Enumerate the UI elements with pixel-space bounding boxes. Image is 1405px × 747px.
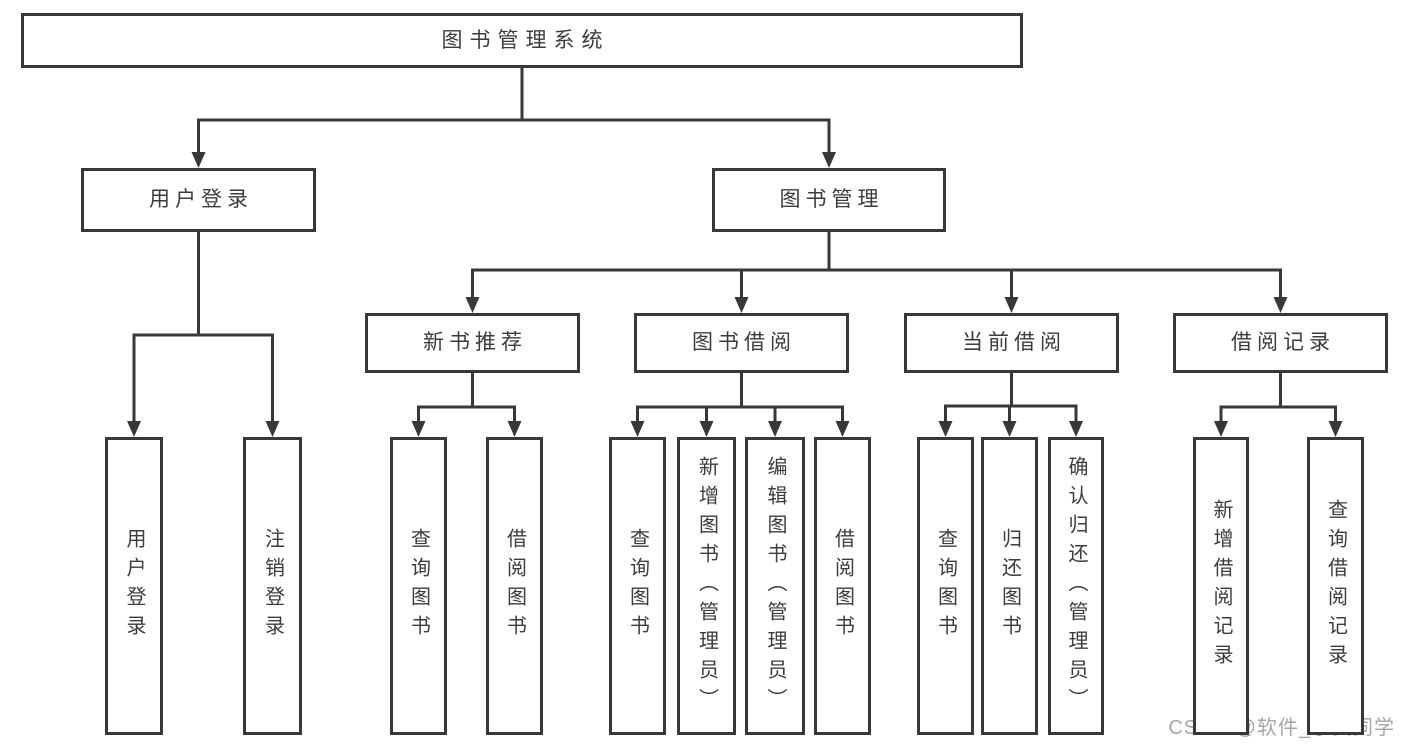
- arrow-down-icon: [1214, 421, 1228, 437]
- arrow-down-icon: [835, 421, 850, 437]
- node-user-login: 用户登录: [81, 168, 316, 232]
- node-label: 查询图书: [626, 528, 649, 644]
- node-label: 图书管理: [779, 188, 884, 212]
- arrow-down-icon: [734, 297, 749, 313]
- node-label: 借阅图书: [831, 528, 854, 644]
- node-leaf-cb-query: 查询图书: [917, 437, 974, 735]
- arrow-down-icon: [768, 421, 782, 437]
- arrow-down-icon: [1273, 297, 1288, 313]
- arrow-down-icon: [1004, 297, 1019, 313]
- node-leaf-cb-confirm: 确认归还（管理员）: [1048, 437, 1104, 735]
- node-label: 查询图书: [407, 528, 430, 644]
- node-leaf-nb-query: 查询图书: [390, 437, 447, 735]
- node-leaf-br-query: 查询借阅记录: [1307, 437, 1364, 735]
- arrow-down-icon: [507, 421, 522, 437]
- node-label: 新书推荐: [423, 331, 527, 355]
- arrow-down-icon: [699, 421, 714, 437]
- node-label: 用户登录: [149, 188, 253, 212]
- node-leaf-br-add: 新增借阅记录: [1193, 437, 1249, 735]
- arrow-down-icon: [630, 421, 645, 437]
- node-leaf-bb-edit: 编辑图书（管理员）: [745, 437, 805, 735]
- node-book-borrow: 图书借阅: [634, 313, 849, 373]
- node-leaf-bb-borrow: 借阅图书: [814, 437, 871, 735]
- node-leaf-nb-borrow: 借阅图书: [486, 437, 543, 735]
- node-leaf-bb-add: 新增图书（管理员）: [677, 437, 736, 735]
- node-current-borrow: 当前借阅: [904, 313, 1119, 373]
- arrow-down-icon: [1069, 421, 1083, 437]
- arrow-down-icon: [938, 421, 953, 437]
- node-label: 确认归还（管理员）: [1065, 455, 1087, 717]
- node-label: 查询借阅记录: [1324, 499, 1347, 673]
- node-leaf-cb-return: 归还图书: [981, 437, 1038, 735]
- node-label: 当前借阅: [962, 331, 1066, 355]
- node-label: 编辑图书（管理员）: [764, 455, 786, 717]
- node-book-mgmt: 图书管理: [712, 168, 946, 232]
- node-label: 查询图书: [934, 528, 957, 644]
- arrow-down-icon: [822, 152, 836, 168]
- node-label: 图书管理系统: [441, 28, 610, 52]
- node-leaf-bb-query: 查询图书: [609, 437, 666, 735]
- arrow-down-icon: [1002, 421, 1017, 437]
- arrow-down-icon: [191, 152, 206, 168]
- arrow-down-icon: [127, 421, 141, 437]
- node-label: 归还图书: [998, 528, 1021, 644]
- arrow-down-icon: [465, 297, 480, 313]
- node-borrow-records: 借阅记录: [1173, 313, 1388, 373]
- arrow-down-icon: [265, 421, 280, 437]
- node-root: 图书管理系统: [21, 13, 1023, 68]
- node-label: 注销登录: [261, 528, 284, 644]
- arrow-down-icon: [1328, 421, 1343, 437]
- node-label: 新增借阅记录: [1210, 499, 1232, 673]
- node-leaf-user-login: 用户登录: [105, 437, 163, 735]
- arrow-down-icon: [411, 421, 426, 437]
- node-label: 用户登录: [123, 528, 145, 644]
- node-label: 借阅图书: [503, 528, 526, 644]
- node-label: 图书借阅: [692, 331, 796, 355]
- node-leaf-logout: 注销登录: [243, 437, 302, 735]
- node-label: 新增图书（管理员）: [695, 455, 718, 717]
- node-label: 借阅记录: [1231, 331, 1335, 355]
- node-new-book-rec: 新书推荐: [365, 313, 580, 373]
